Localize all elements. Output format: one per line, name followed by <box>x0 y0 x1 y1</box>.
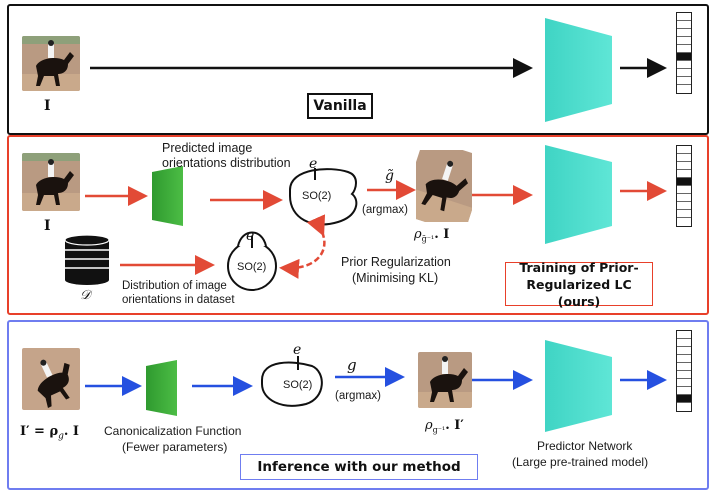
training-rho: ρ <box>414 227 422 242</box>
inference-title: Inference with our method <box>240 454 478 480</box>
predictor-network-label-2: (Large pre-trained model) <box>512 455 649 469</box>
training-output-vector <box>676 145 692 227</box>
onehot-cell <box>677 403 691 411</box>
training-title-line1: Training of Prior- <box>519 259 639 275</box>
training-input-label: I <box>44 218 51 234</box>
training-title: Training of Prior- Regularized LC (ours) <box>505 259 653 309</box>
onehot-cell <box>677 77 691 85</box>
inference-rho-sub: g⁻¹ <box>432 425 446 435</box>
onehot-cell <box>677 13 691 21</box>
onehot-cell <box>677 61 691 69</box>
training-argmax: (argmax) <box>362 204 409 216</box>
inference-g-label: g <box>347 356 357 374</box>
training-e-label: e <box>309 156 318 172</box>
training-predictor-network <box>545 145 612 244</box>
onehot-cell <box>677 387 691 395</box>
onehot-cell <box>677 69 691 77</box>
inference-input-image <box>22 348 80 410</box>
training-rotated-label: ρg̃⁻¹. I <box>414 227 449 244</box>
inference-e-label: e <box>293 342 302 358</box>
training-canonicalizer <box>152 166 183 226</box>
vanilla-panel <box>7 4 709 135</box>
training-rho-suffix: . I <box>434 227 450 242</box>
onehot-cell <box>677 363 691 371</box>
vanilla-input-label: I <box>44 98 51 114</box>
inference-rotated-image <box>418 352 472 408</box>
onehot-cell <box>677 146 691 154</box>
onehot-cell <box>677 162 691 170</box>
training-input-image <box>22 153 80 211</box>
inference-rho: ρ <box>425 418 433 433</box>
onehot-cell <box>677 21 691 29</box>
dataset-e-label: e <box>246 228 255 244</box>
dataset-label-2: orientations in dataset <box>122 294 235 306</box>
training-g-tilde: g̃ <box>385 168 394 184</box>
inference-panel <box>7 320 709 490</box>
training-rotated-image <box>416 150 472 222</box>
prior-regularization-label-1: Prior Regularization <box>341 255 451 269</box>
dataset-label-1: Distribution of image <box>122 280 227 292</box>
prior-regularization-label-2: (Minimising KL) <box>352 271 439 285</box>
predictor-network-label-1: Predictor Network <box>537 439 633 453</box>
prior-regularization-arrow <box>279 214 326 279</box>
inference-input-sub: g <box>58 431 64 442</box>
onehot-cell <box>677 339 691 347</box>
inference-canonicalizer <box>146 360 177 416</box>
dataset-so2-label: SO(2) <box>237 261 267 273</box>
onehot-cell <box>677 170 691 178</box>
inference-so2-label: SO(2) <box>283 379 313 391</box>
inference-so2-blob <box>261 361 323 407</box>
training-title-line2: Regularized LC (ours) <box>526 276 632 309</box>
onehot-cell <box>677 210 691 218</box>
onehot-cell <box>677 355 691 363</box>
vanilla-input-image <box>22 36 80 91</box>
onehot-cell <box>677 178 691 186</box>
inference-output-vector <box>676 330 692 412</box>
predicted-distribution-label-2: orientations distribution <box>162 156 291 170</box>
onehot-cell <box>677 45 691 53</box>
onehot-cell <box>677 85 691 93</box>
inference-rho-suffix: . I′ <box>445 418 464 433</box>
onehot-cell <box>677 29 691 37</box>
canonicalization-label-1: Canonicalization Function <box>104 424 242 438</box>
onehot-cell <box>677 202 691 210</box>
vanilla-output-vector <box>676 12 692 94</box>
dataset-symbol: 𝒟 <box>80 288 91 303</box>
onehot-cell <box>677 37 691 45</box>
onehot-cell <box>677 347 691 355</box>
onehot-cell <box>677 194 691 202</box>
onehot-cell <box>677 154 691 162</box>
vanilla-title: Vanilla <box>307 93 373 119</box>
inference-input-label: I′ = ρg. I <box>20 424 79 442</box>
onehot-cell <box>677 186 691 194</box>
inference-predictor-network <box>545 340 612 432</box>
onehot-cell <box>677 53 691 61</box>
dataset-stack-icon <box>64 234 110 285</box>
training-so2-label: SO(2) <box>302 190 332 202</box>
inference-input-suffix: . I <box>63 424 80 439</box>
onehot-cell <box>677 218 691 226</box>
inference-argmax: (argmax) <box>335 390 382 402</box>
onehot-cell <box>677 379 691 387</box>
vanilla-predictor-network <box>545 18 612 122</box>
predicted-distribution-label-1: Predicted image <box>162 141 253 155</box>
onehot-cell <box>677 395 691 403</box>
inference-input-main: I′ = ρ <box>20 424 59 439</box>
training-panel <box>7 135 709 315</box>
inference-rotated-label: ρg⁻¹. I′ <box>425 418 464 435</box>
training-rho-sub: g̃⁻¹ <box>421 234 435 244</box>
onehot-cell <box>677 371 691 379</box>
onehot-cell <box>677 331 691 339</box>
canonicalization-label-2: (Fewer parameters) <box>122 440 228 454</box>
